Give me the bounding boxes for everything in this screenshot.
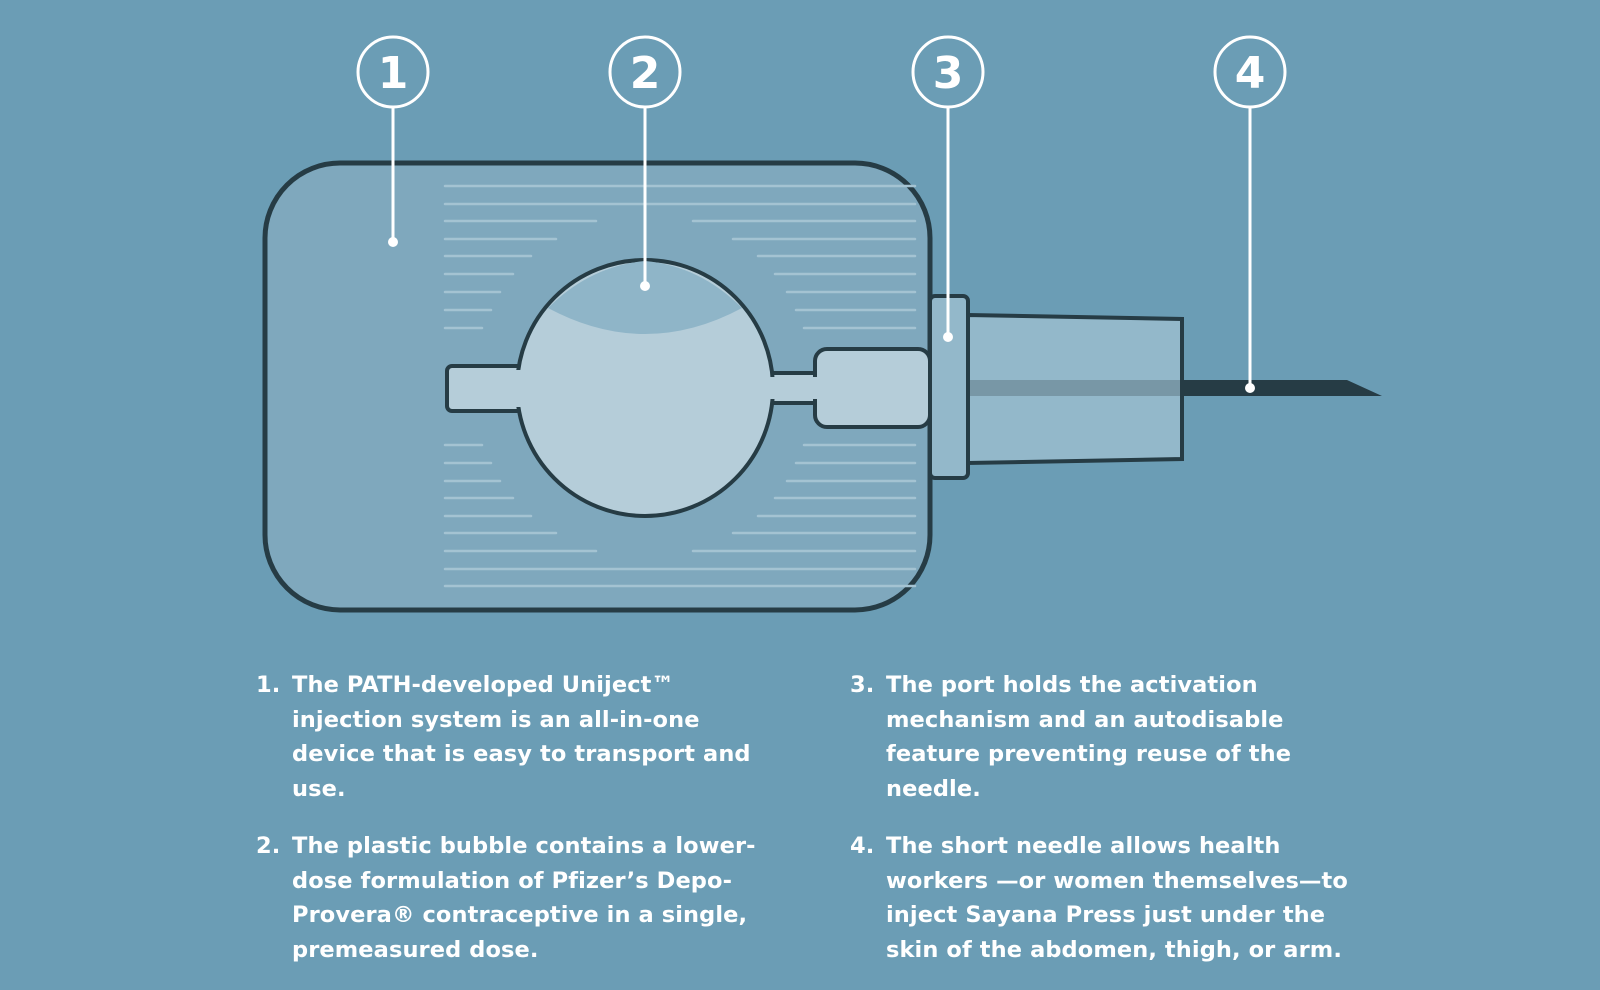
legend-column-left: 1. The PATH-developed Uniject™ injection… xyxy=(256,668,776,990)
legend-item-3: 3. The port holds the activation mechani… xyxy=(850,668,1370,806)
legend-text-1: The PATH-developed Uniject™ injection sy… xyxy=(292,672,751,802)
legend-item-2: 2. The plastic bubble contains a lower-d… xyxy=(256,829,776,967)
callout-number-1: 1 xyxy=(378,48,409,99)
legend-text-2: The plastic bubble contains a lower-dose… xyxy=(292,833,756,963)
legend-item-4: 4. The short needle allows health worker… xyxy=(850,829,1370,967)
legend-column-right: 3. The port holds the activation mechani… xyxy=(850,668,1370,990)
bubble-left-joint xyxy=(505,370,525,407)
body-hatch-lines xyxy=(443,184,917,588)
legend-marker-3: 3. xyxy=(850,672,875,698)
legend-marker-2: 2. xyxy=(256,833,281,859)
needle-shaft-inside-hub xyxy=(970,380,1180,396)
bubble-stub-joint xyxy=(817,377,827,399)
legend-text-3: The port holds the activation mechanism … xyxy=(886,672,1292,802)
callout-number-3: 3 xyxy=(933,48,964,99)
callout-lines xyxy=(391,108,1252,388)
legend-item-1: 1. The PATH-developed Uniject™ injection… xyxy=(256,668,776,806)
bubble-right-stub xyxy=(813,347,932,429)
callout-number-4: 4 xyxy=(1235,48,1266,99)
legend-marker-4: 4. xyxy=(850,833,875,859)
callout-number-2: 2 xyxy=(630,48,661,99)
legend-marker-1: 1. xyxy=(256,672,281,698)
needle xyxy=(1182,380,1382,396)
callout-dots xyxy=(388,237,1255,393)
callout-circle-4: 4 xyxy=(1213,35,1287,109)
callout-circle-2: 2 xyxy=(608,35,682,109)
legend-text-4: The short needle allows health workers —… xyxy=(886,833,1348,963)
bubble-right-joint xyxy=(762,377,822,399)
callout-circle-3: 3 xyxy=(911,35,985,109)
callout-circle-1: 1 xyxy=(356,35,430,109)
bubble-liquid-highlight xyxy=(548,261,742,334)
